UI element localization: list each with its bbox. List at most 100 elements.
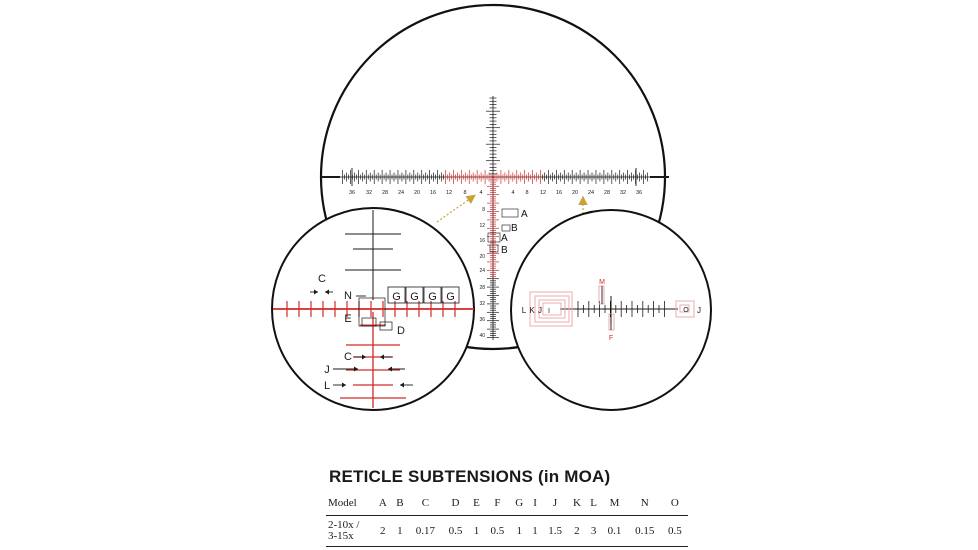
main-label-b1: B [511,223,518,234]
table-header-row: Model A B C D E F G I J K L M N O [326,494,688,516]
box-o [675,300,695,318]
box-f [608,313,615,331]
g-label: G [410,291,419,303]
header-col: G [510,494,529,516]
label-l: L [522,306,527,315]
v-scale-label: 32 [479,301,485,307]
label-j-right: J [697,306,701,315]
label-f: F [609,335,613,342]
box-l [529,291,573,327]
value-cell: 0.5 [442,515,469,547]
box-j [538,299,566,319]
header-col: M [601,494,628,516]
h-scale-label: 28 [382,190,388,196]
header-col: J [542,494,569,516]
box-o-inner [679,304,690,313]
h-scale-label: 8 [525,190,528,196]
h-scale-label: 36 [349,190,355,196]
header-model: Model [326,494,374,516]
box-m [598,285,605,305]
h-scale-label: 12 [540,190,546,196]
main-label-a1: A [521,209,528,220]
header-col: B [391,494,409,516]
label-d: D [397,325,405,337]
value-cell: 1 [528,515,543,547]
arrow-l-right-head [400,382,404,388]
arrow-j-right-head [388,366,392,372]
h-scale-label: 36 [636,190,642,196]
main-box-a1 [501,208,519,218]
v-scale-label: 24 [479,268,485,274]
h-scale-label: 16 [430,190,436,196]
g-label: G [392,291,401,303]
arrow-c-left-head [314,289,318,295]
h-scale-label: 16 [556,190,562,196]
model-line-1: 2-10x / [328,519,360,531]
g-label: G [446,291,455,303]
label-e: E [344,313,351,325]
value-cell: 3 [585,515,602,547]
main-box-b1 [501,224,511,232]
table-title: RETICLE SUBTENSIONS (in MOA) [329,467,611,486]
h-scale-label: 24 [588,190,594,196]
g-label: G [428,291,437,303]
e-inner-box [361,317,377,327]
box-i [542,302,562,316]
label-j: J [324,364,330,376]
h-scale-label: 8 [463,190,466,196]
model-line-2: 3-15x [328,530,354,542]
arrow-c-right-head [325,289,329,295]
arrow-j-left-head [354,366,358,372]
header-col: A [374,494,392,516]
main-label-b2: B [501,245,508,256]
header-col: L [585,494,602,516]
h-scale-label: 32 [620,190,626,196]
header-col: F [484,494,511,516]
header-col: O [661,494,688,516]
label-i: I [548,308,550,315]
v-scale-label: 16 [479,238,485,244]
h-scale-label: 12 [446,190,452,196]
v-scale-label: 28 [479,285,485,291]
h-scale-label: 20 [414,190,420,196]
value-cell: 1 [468,515,485,547]
label-n: N [344,290,352,302]
value-cell: 2 [568,515,586,547]
h-scale-label: 4 [479,190,482,196]
v-scale-label: 20 [479,254,485,260]
label-c-bottom: C [344,351,352,363]
value-cell: 0.5 [484,515,511,547]
box-k [534,295,570,323]
header-col: I [528,494,543,516]
v-scale-label: 40 [479,333,485,339]
h-scale-label: 4 [511,190,514,196]
value-cell: 0.17 [408,515,443,547]
value-cell: 2 [374,515,392,547]
h-scale-label: 28 [604,190,610,196]
label-o: O [683,307,689,314]
label-c-top: C [318,273,326,285]
main-box-b2 [489,244,499,253]
header-col: C [408,494,443,516]
g-box [405,286,424,304]
v-scale-label: 8 [482,207,485,213]
main-labels: A B A B [487,208,528,256]
header-col: E [468,494,485,516]
g-box [423,286,442,304]
main-box-a2 [487,232,501,243]
value-cell: 0.1 [601,515,628,547]
header-col: D [442,494,469,516]
value-cell: 0.15 [627,515,662,547]
header-col: K [568,494,586,516]
value-cell: 1 [391,515,409,547]
subtension-table: Model A B C D E F G I J K L M N O 2-10x … [326,494,688,547]
left-pointer-arrow [436,194,476,223]
label-j-left: J [538,306,542,315]
v-scale-label: 12 [479,223,485,229]
label-l: L [324,380,330,392]
g-box [387,286,406,304]
